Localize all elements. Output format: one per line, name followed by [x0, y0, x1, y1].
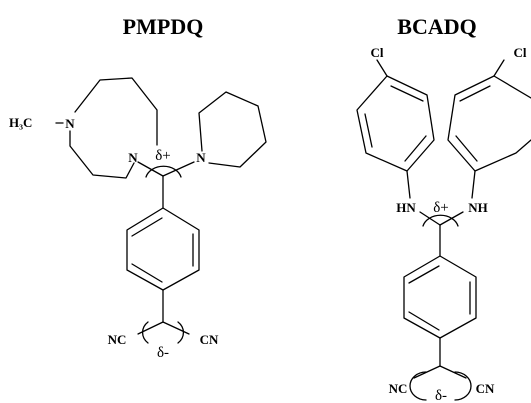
bcadq-negative-charge: δ-	[435, 388, 447, 403]
bcadq-left-phenyl-ring	[356, 59, 435, 199]
pmpdq-piperazine-ring	[55, 77, 158, 179]
bcadq-cl-right: Cl	[514, 45, 527, 60]
bcadq-nitrile-right: CN	[476, 381, 495, 396]
bcadq-nitrile-left: NC	[389, 381, 408, 396]
pmpdq-negative-charge: δ-	[157, 345, 169, 361]
bcadq-title: BCADQ	[397, 14, 476, 39]
bcadq-cl-left: Cl	[371, 45, 384, 60]
pmpdq-amidinium-center	[137, 161, 195, 209]
pmpdq-nitrile-right: CN	[200, 332, 219, 347]
pmpdq-positive-arc	[145, 165, 182, 178]
bcadq-right-phenyl-ring	[447, 59, 531, 199]
pmpdq-methyl-label: H₃C	[9, 115, 32, 130]
bcadq-positive-charge: δ+	[433, 200, 449, 216]
pmpdq-nitrile-left: NC	[108, 332, 127, 347]
pmpdq-negative-arc-left	[142, 321, 149, 344]
pmpdq-negative-arc-right	[177, 321, 184, 344]
pmpdq-title: PMPDQ	[123, 14, 204, 39]
bcadq-nh-left: HN	[396, 200, 416, 215]
pmpdq-piperazine-n-top: N	[65, 116, 75, 131]
bcadq-nh-right: NH	[468, 200, 488, 215]
pmpdq-structure: PMPDQ	[9, 14, 267, 361]
pmpdq-positive-charge: δ+	[155, 148, 171, 164]
bcadq-structure: BCADQ	[356, 14, 531, 403]
pmpdq-pyrrolidine-ring	[198, 91, 267, 168]
bcadq-negative-arc-right	[454, 371, 472, 401]
pmpdq-benzene-ring	[126, 207, 200, 291]
bcadq-dicyanomethide	[409, 337, 472, 401]
bcadq-benzene-ring	[403, 255, 477, 339]
pmpdq-piperazine-n-bottom: N	[128, 150, 138, 165]
pmpdq-pyrrolidine-n: N	[196, 150, 206, 165]
bcadq-positive-arc	[422, 214, 459, 227]
bcadq-amidinium-center	[419, 211, 464, 257]
pmpdq-dicyanomethide	[137, 289, 190, 344]
bcadq-negative-arc-left	[409, 371, 427, 401]
